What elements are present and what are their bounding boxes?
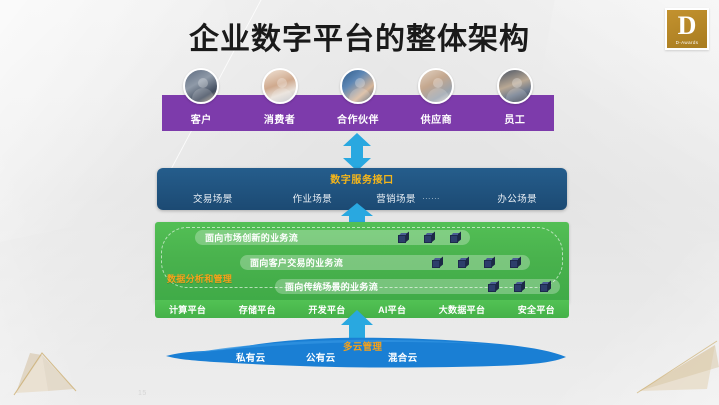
- page-number: 15: [138, 390, 147, 397]
- server-cube-icon: [510, 256, 521, 268]
- user-column-customer[interactable]: 客户: [162, 68, 240, 131]
- user-label: 消费者: [263, 115, 296, 126]
- service-interface-title: 数字服务接口: [330, 175, 394, 186]
- data-analytics-label: 数据分析和管理: [167, 274, 233, 284]
- cloud-brush-shape: [166, 337, 566, 368]
- server-cube-icon: [398, 231, 409, 243]
- server-cube-group: [398, 231, 461, 243]
- server-cube-group: [488, 280, 551, 292]
- server-cube-icon: [514, 280, 525, 292]
- double-arrow-vertical-icon: [343, 133, 371, 171]
- platform-item-storage[interactable]: 存储平台: [238, 304, 276, 315]
- cloud-item-hybrid[interactable]: 混合云: [388, 353, 418, 364]
- service-scene-item[interactable]: 办公场景: [497, 194, 537, 205]
- person-avatar-icon: [183, 68, 220, 104]
- logo-letter: D: [677, 10, 697, 40]
- business-flow-row[interactable]: 面向客户交易的业务流: [240, 255, 530, 270]
- user-column-supplier[interactable]: 供应商: [397, 68, 475, 131]
- origami-decoration-bottom-right: [636, 340, 719, 394]
- origami-decoration-bottom-left: [13, 352, 77, 396]
- person-avatar-icon: [261, 68, 298, 104]
- service-scene-item[interactable]: 营销场景: [376, 194, 416, 205]
- user-column-consumer[interactable]: 消费者: [240, 68, 318, 131]
- service-scene-item[interactable]: 作业场景: [292, 194, 333, 205]
- service-scene-item[interactable]: 交易场景: [193, 194, 233, 205]
- cloud-item-public[interactable]: 公有云: [306, 353, 336, 364]
- logo-subtext: D-Awards: [675, 39, 699, 45]
- user-label: 客户: [190, 115, 212, 126]
- server-cube-icon: [484, 256, 495, 268]
- server-cube-icon: [432, 256, 443, 268]
- user-column-employee[interactable]: 员工: [476, 68, 554, 131]
- business-flow-label: 面向客户交易的业务流: [250, 258, 344, 268]
- cloud-layer: 多云管理 私有云 公有云 混合云: [148, 330, 578, 370]
- user-label: 合作伙伴: [337, 115, 380, 126]
- platform-item-ai[interactable]: AI平台: [378, 304, 407, 315]
- service-scene-ellipsis: ……: [421, 191, 440, 201]
- platform-item-compute[interactable]: 计算平台: [169, 304, 207, 315]
- business-flow-block: 面向市场创新的业务流 面向客户交易的业务流 面向传统场景的业务流: [155, 222, 569, 304]
- brand-logo: D D-Awards: [665, 8, 709, 50]
- user-label: 供应商: [420, 115, 453, 126]
- background-facet-left: [0, 126, 173, 405]
- page-title: 企业数字平台的整体架构: [189, 22, 530, 57]
- server-cube-icon: [458, 256, 469, 268]
- user-label: 员工: [504, 115, 526, 126]
- business-flow-row[interactable]: 面向传统场景的业务流: [275, 279, 560, 294]
- server-cube-icon: [540, 280, 551, 292]
- business-flow-row[interactable]: 面向市场创新的业务流: [195, 230, 470, 245]
- person-avatar-icon: [496, 68, 533, 104]
- server-cube-group: [432, 256, 521, 268]
- platform-layer-bar: 计算平台 存储平台 开发平台 AI平台 大数据平台 安全平台: [155, 300, 569, 318]
- server-cube-icon: [488, 280, 499, 292]
- users-layer-bar: 客户 消费者 合作伙伴 供应商 员工: [162, 68, 554, 131]
- business-flow-label: 面向市场创新的业务流: [205, 233, 299, 243]
- business-flow-label: 面向传统场景的业务流: [285, 282, 379, 292]
- platform-item-development[interactable]: 开发平台: [308, 304, 346, 315]
- user-column-partner[interactable]: 合作伙伴: [319, 68, 397, 131]
- person-avatar-icon: [418, 68, 455, 104]
- server-cube-icon: [424, 231, 435, 243]
- platform-item-security[interactable]: 安全平台: [517, 304, 555, 315]
- service-interface-box: 数字服务接口 交易场景 作业场景 营销场景 …… 办公场景: [157, 168, 567, 210]
- multicloud-management-label: 多云管理: [343, 342, 383, 353]
- server-cube-icon: [450, 231, 461, 243]
- person-avatar-icon: [340, 68, 377, 104]
- dashed-outline: [161, 227, 563, 288]
- platform-item-bigdata[interactable]: 大数据平台: [438, 304, 486, 315]
- cloud-item-private[interactable]: 私有云: [236, 353, 266, 364]
